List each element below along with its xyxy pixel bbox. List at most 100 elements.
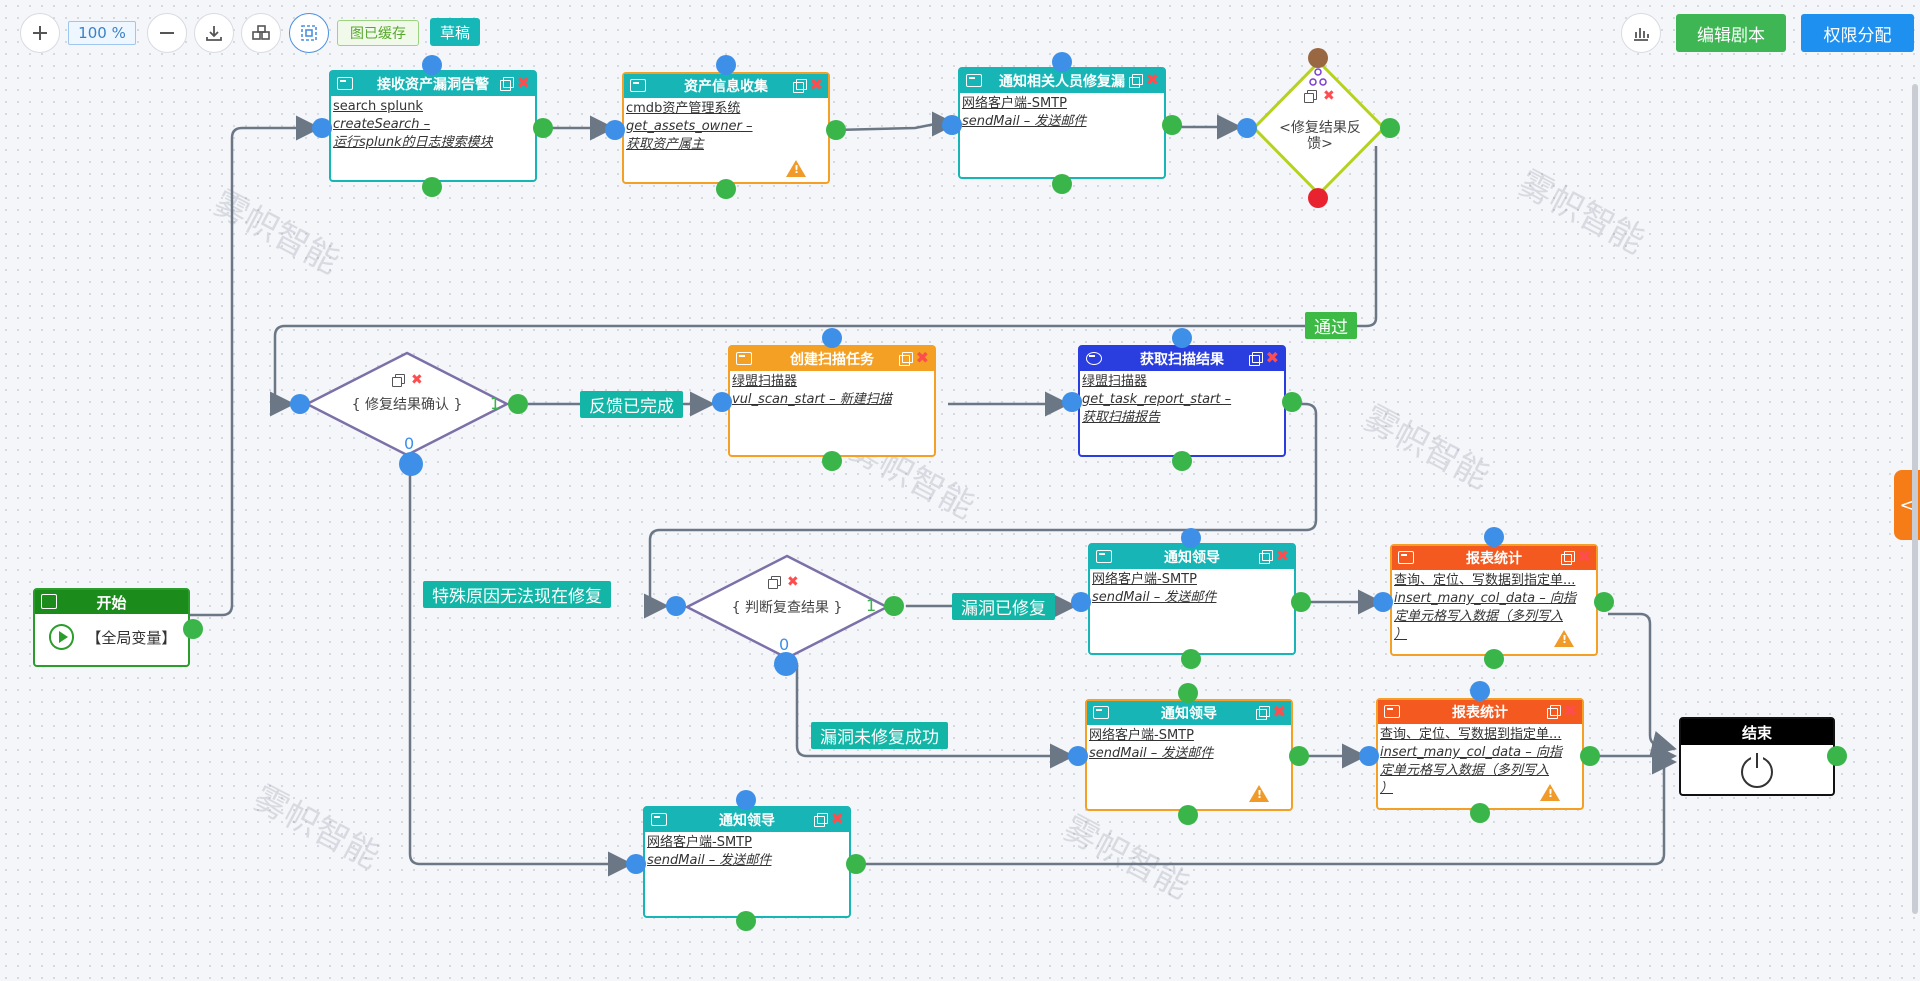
output-port[interactable] (1052, 174, 1072, 194)
close-icon[interactable]: ✖ (1145, 70, 1159, 89)
copy-icon[interactable] (899, 352, 913, 366)
app-name[interactable]: cmdb资产管理系统 (626, 101, 741, 116)
action-name[interactable]: sendMail – 发送邮件 (962, 114, 1087, 129)
input-port[interactable] (605, 120, 625, 140)
output-port[interactable] (533, 118, 553, 138)
action-desc-end[interactable]: ） (1380, 781, 1394, 796)
close-icon[interactable]: ✖ (830, 809, 844, 828)
output-port-true[interactable] (508, 394, 528, 414)
app-name[interactable]: search splunk (333, 99, 423, 114)
warning-icon[interactable]: ! (786, 160, 806, 177)
output-port[interactable] (1291, 592, 1311, 612)
fit-view-button[interactable] (289, 13, 329, 53)
start-node[interactable]: 开始 【全局变量】 (33, 588, 190, 667)
action-name[interactable]: sendMail – 发送邮件 (647, 853, 772, 868)
close-icon[interactable]: ✖ (1577, 547, 1591, 566)
output-port[interactable] (826, 120, 846, 140)
action-desc[interactable]: 定单元格写入数据（多列写入 (1380, 763, 1550, 778)
input-port[interactable] (1359, 746, 1379, 766)
action-desc[interactable]: 运行splunk的日志搜索模块 (333, 135, 493, 150)
copy-icon[interactable] (1259, 550, 1273, 564)
close-icon[interactable]: ✖ (809, 75, 823, 94)
output-port[interactable] (1470, 803, 1490, 823)
output-port[interactable] (183, 619, 203, 639)
output-port[interactable] (1484, 649, 1504, 669)
output-port[interactable] (1594, 592, 1614, 612)
zoom-out-button[interactable] (147, 13, 187, 53)
action-desc[interactable]: 获取资产属主 (626, 137, 705, 152)
close-icon[interactable]: ✖ (915, 348, 929, 367)
input-port[interactable] (942, 115, 962, 135)
app-name[interactable]: 网络客户端-SMTP (647, 835, 752, 850)
warning-icon[interactable]: ! (1540, 784, 1560, 801)
statistics-button[interactable] (1621, 13, 1661, 53)
input-port[interactable] (1237, 118, 1257, 138)
input-port[interactable] (1484, 527, 1504, 547)
layout-button[interactable] (241, 13, 281, 53)
action-desc[interactable]: 定单元格写入数据（多列写入 (1394, 609, 1564, 624)
input-port[interactable] (1470, 681, 1490, 701)
input-port[interactable] (1308, 48, 1328, 68)
app-name[interactable]: 绿盟扫描器 (732, 374, 798, 389)
app-name[interactable]: 绿盟扫描器 (1082, 374, 1148, 389)
input-port[interactable] (1068, 746, 1088, 766)
output-port[interactable] (1178, 805, 1198, 825)
action-node-report-stats[interactable]: 报表统计✖ 查询、定位、写数据到指定单...insert_many_col_da… (1390, 544, 1598, 656)
output-port-false[interactable] (399, 452, 423, 476)
output-port[interactable] (1380, 118, 1400, 138)
action-name[interactable]: sendMail – 发送邮件 (1092, 590, 1217, 605)
copy-icon[interactable] (1561, 551, 1575, 565)
output-port[interactable] (1289, 746, 1309, 766)
input-port[interactable] (1071, 592, 1091, 612)
copy-icon[interactable] (1256, 706, 1270, 720)
action-name[interactable]: insert_many_col_data – 向指 (1380, 745, 1562, 760)
input-port[interactable] (666, 596, 686, 616)
action-node-report-stats[interactable]: 报表统计✖ 查询、定位、写数据到指定单...insert_many_col_da… (1376, 698, 1584, 810)
output-port[interactable] (736, 911, 756, 931)
input-port[interactable] (290, 394, 310, 414)
edge-label-vuln-fixed[interactable]: 漏洞已修复 (952, 593, 1055, 620)
output-port[interactable] (1827, 746, 1847, 766)
output-port[interactable] (1162, 115, 1182, 135)
close-icon[interactable]: ✖ (1323, 88, 1335, 104)
close-icon[interactable]: ✖ (1272, 702, 1286, 721)
input-port[interactable] (1178, 683, 1198, 703)
copy-icon[interactable] (1129, 74, 1143, 88)
action-name[interactable]: get_task_report_start – (1082, 392, 1232, 407)
action-name[interactable]: vul_scan_start – 新建扫描 (732, 392, 892, 407)
vertical-scrollbar[interactable] (1912, 84, 1918, 914)
action-name[interactable]: createSearch – (333, 117, 431, 132)
app-name[interactable]: 网络客户端-SMTP (1089, 728, 1194, 743)
copy-icon[interactable] (1547, 705, 1561, 719)
app-name[interactable]: 网络客户端-SMTP (962, 96, 1067, 111)
output-port-false[interactable] (774, 652, 798, 676)
output-port[interactable] (846, 854, 866, 874)
copy-icon[interactable] (500, 77, 514, 91)
output-port[interactable] (1580, 746, 1600, 766)
action-name[interactable]: sendMail – 发送邮件 (1089, 746, 1214, 761)
copy-icon[interactable] (1249, 352, 1263, 366)
output-port-true[interactable] (884, 596, 904, 616)
copy-icon[interactable] (793, 79, 807, 93)
zoom-in-button[interactable] (20, 13, 60, 53)
input-port[interactable] (1181, 528, 1201, 548)
input-port[interactable] (422, 55, 442, 75)
download-button[interactable] (194, 13, 234, 53)
edge-label-special-reason[interactable]: 特殊原因无法现在修复 (423, 581, 611, 608)
warning-icon[interactable]: ! (1249, 785, 1269, 802)
app-name[interactable]: 查询、定位、写数据到指定单... (1380, 727, 1562, 742)
input-port[interactable] (736, 790, 756, 810)
copy-icon[interactable] (768, 575, 781, 589)
edge-label-feedback-done[interactable]: 反馈已完成 (580, 391, 683, 418)
close-icon[interactable]: ✖ (1275, 546, 1289, 565)
copy-icon[interactable] (392, 373, 405, 387)
edit-playbook-button[interactable]: 编辑剧本 (1676, 14, 1786, 52)
input-port[interactable] (716, 55, 736, 75)
output-port[interactable] (422, 177, 442, 197)
input-port[interactable] (312, 118, 332, 138)
